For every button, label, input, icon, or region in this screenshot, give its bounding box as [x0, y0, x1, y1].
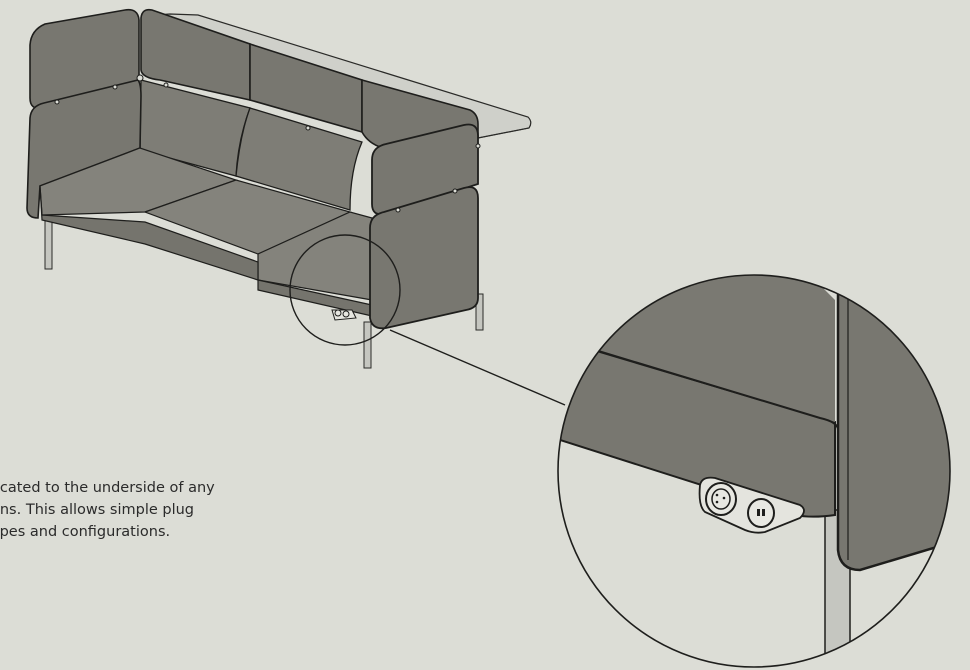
callout-marker [289, 234, 566, 406]
zoom-detail [557, 274, 951, 668]
back-cushions [139, 79, 363, 211]
description-line-3: ypes and configurations. [0, 524, 171, 540]
seat-cushions [39, 147, 373, 317]
description-line-1: ocated to the underside of any [0, 480, 215, 496]
panel-clips [54, 74, 481, 213]
right-arm [369, 123, 479, 330]
left-arm [26, 79, 142, 219]
description-text: ocated to the underside of any ons. This… [0, 477, 331, 543]
power-module [698, 476, 805, 534]
small-power-module [331, 309, 357, 321]
description-line-2: ons. This allows simple plug [0, 502, 195, 518]
